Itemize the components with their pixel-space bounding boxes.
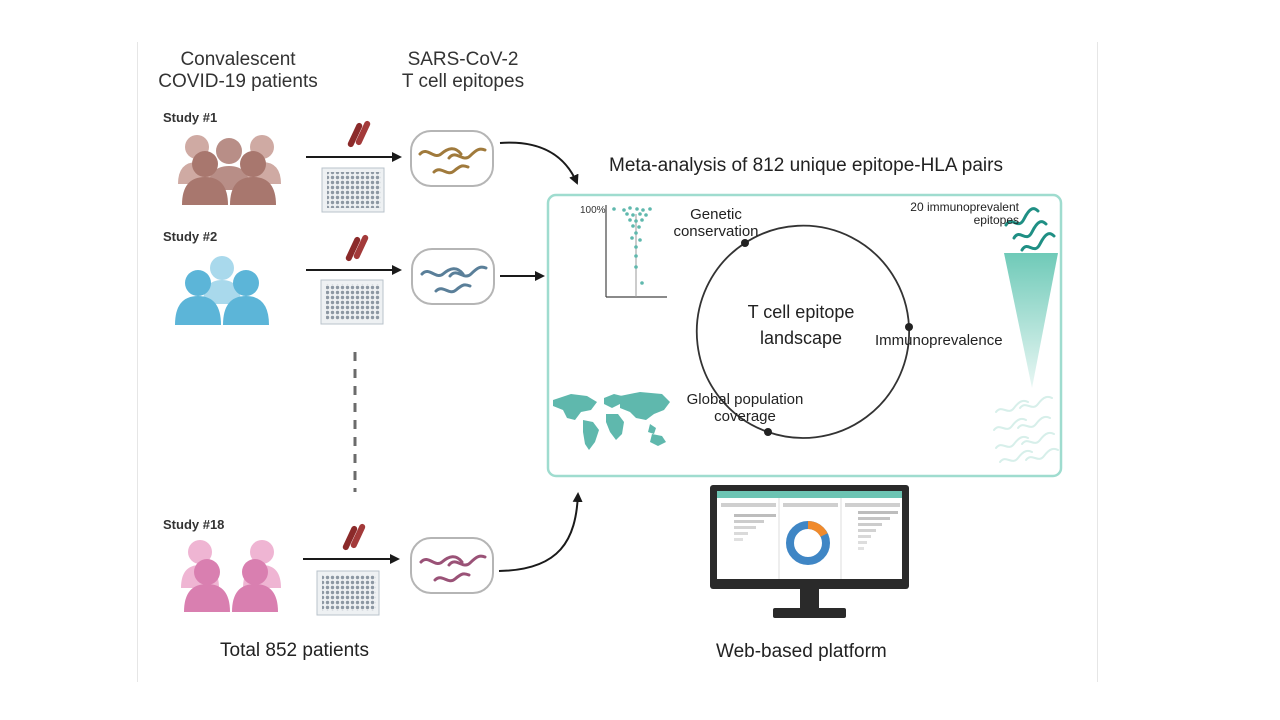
study-18-people-icon [181, 540, 281, 612]
patients-header: Convalescent COVID-19 patients [152, 49, 324, 93]
blood-tube-icon-2 [345, 234, 369, 262]
well-plate-icon-3 [316, 570, 380, 616]
study-1-people-icon [178, 135, 281, 205]
immunoprevalence-label: Immunoprevalence [875, 332, 1003, 349]
epitope-box-2 [411, 248, 495, 305]
epitopes-header-line1: SARS-CoV-2 [407, 49, 519, 70]
well-plate-icon-2 [320, 279, 384, 325]
figure-frame [137, 42, 1098, 682]
well-plate-icon-1 [321, 167, 385, 213]
web-platform-label: Web-based platform [716, 641, 887, 662]
top-epitopes-line2: epitopes [973, 213, 1019, 227]
genetic-conservation-label: Genetic conservation [662, 206, 770, 240]
epitopes-header-line2: T cell epitopes [401, 71, 525, 92]
epitope-box-1 [410, 130, 494, 187]
global-coverage-label: Global population coverage [677, 391, 813, 425]
landscape-center-label: T cell epitope landscape [733, 299, 869, 351]
monitor-icon [710, 485, 909, 618]
global-coverage-line1: Global population [686, 391, 804, 408]
immunoprevalent-epitopes-icon [993, 207, 1059, 463]
patients-header-line1: Convalescent [180, 49, 296, 70]
genetic-conservation-line2: conservation [673, 223, 759, 240]
arrow-epitopes3-to-panel [498, 492, 583, 572]
blood-tube-icon-1 [347, 120, 371, 148]
epitopes-header: SARS-CoV-2 T cell epitopes [388, 49, 538, 93]
arrow-epitopes1-to-panel [499, 141, 579, 185]
genetic-conservation-line1: Genetic [690, 206, 742, 223]
top-epitopes-line1: 20 immunoprevalent [910, 200, 1019, 214]
patients-header-line2: COVID-19 patients [158, 71, 318, 92]
study-1-label: Study #1 [163, 110, 218, 125]
meta-analysis-panel [546, 193, 1063, 478]
global-coverage-line2: coverage [714, 408, 776, 425]
strip-plot-axis-tick: 100% [580, 205, 606, 216]
blood-tube-icon-3 [342, 523, 366, 551]
total-patients-label: Total 852 patients [220, 640, 369, 661]
landscape-center-line1: T cell epitope [747, 302, 855, 322]
top-epitopes-label: 20 immunoprevalent epitopes [889, 201, 1019, 227]
world-map-icon [553, 392, 670, 450]
study-2-people-icon [175, 256, 269, 325]
landscape-cycle [695, 224, 913, 439]
conservation-strip-plot [605, 205, 667, 298]
study-2-label: Study #2 [163, 229, 218, 244]
epitope-box-3 [410, 537, 494, 594]
study-18-label: Study #18 [163, 517, 225, 532]
landscape-center-line2: landscape [759, 328, 843, 348]
meta-analysis-title: Meta-analysis of 812 unique epitope-HLA … [609, 155, 1003, 176]
